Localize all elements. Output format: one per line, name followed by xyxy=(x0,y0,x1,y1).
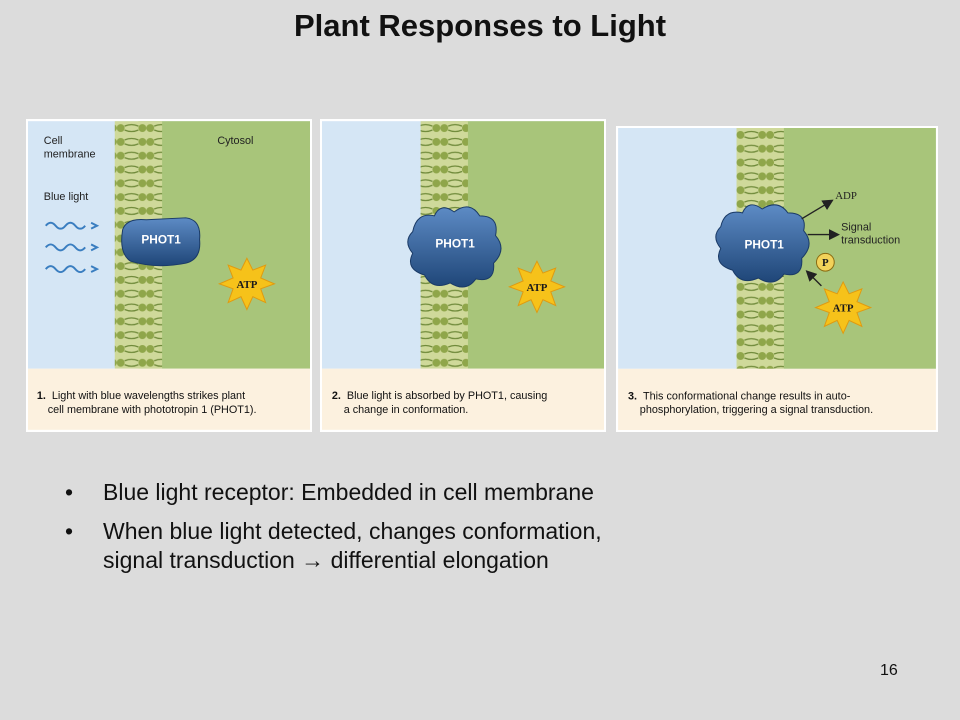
bullet-text-line1: When blue light detected, changes confor… xyxy=(103,518,602,544)
phot1-label: PHOT1 xyxy=(744,237,784,251)
caption-number: 3. xyxy=(628,390,637,402)
atp-arrow xyxy=(805,270,822,287)
svg-text:2. Blue light is absorbe: 2. Blue light is absorbed by PHOT1, caus… xyxy=(332,390,547,402)
caption-line-1: Blue light is absorbed by PHOT1, causing xyxy=(347,390,547,402)
svg-text:3. This conformational c: 3. This conformational change results in… xyxy=(628,390,851,402)
phosphate-icon: P xyxy=(815,252,835,272)
signal-label-line1: Signal xyxy=(841,222,871,234)
phot1-label: PHOT1 xyxy=(141,232,181,246)
phot1-protein-active: PHOT1 xyxy=(715,204,810,283)
signal-label-line2: transduction xyxy=(841,234,900,246)
bullet-list: • Blue light receptor: Embedded in cell … xyxy=(65,478,925,585)
panel-3-illustration: PHOT1 ADP Signal transduction P ATP 3. T… xyxy=(618,128,936,430)
caption-box xyxy=(28,368,310,430)
caption-line-2: cell membrane with phototropin 1 (PHOT1)… xyxy=(48,404,257,416)
diagram-panel-2: PHOT1 ATP 2. Blue light is absorbed by P… xyxy=(320,119,606,432)
phot1-label: PHOT1 xyxy=(435,236,475,250)
diagram-panel-3: PHOT1 ADP Signal transduction P ATP 3. T… xyxy=(616,126,938,432)
adp-arrow xyxy=(801,199,834,220)
bullet-item-1: • Blue light receptor: Embedded in cell … xyxy=(65,478,925,507)
panel-2-illustration: PHOT1 ATP 2. Blue light is absorbed by P… xyxy=(322,121,604,430)
bullet-text-line2: signal transduction → differential elong… xyxy=(103,547,549,573)
diagram-panel-1: Cell membrane Cytosol Blue light PHOT1 A… xyxy=(26,119,312,432)
svg-text:1. Light with blue wavel: 1. Light with blue wavelengths strikes p… xyxy=(37,390,245,402)
atp-label: ATP xyxy=(833,303,854,315)
adp-label: ADP xyxy=(835,190,857,202)
phot1-protein: PHOT1 xyxy=(121,217,201,267)
caption-line-1: Light with blue wavelengths strikes plan… xyxy=(52,390,245,402)
blue-light-label: Blue light xyxy=(44,191,89,203)
phot1-protein-changed: PHOT1 xyxy=(407,206,502,288)
page-number: 16 xyxy=(880,662,898,679)
bullet-text: Blue light receptor: Embedded in cell me… xyxy=(103,479,594,505)
blue-light-wave-icon xyxy=(44,221,100,274)
atp-label: ATP xyxy=(236,279,257,291)
caption-box xyxy=(618,368,936,430)
bullet-marker: • xyxy=(65,479,74,505)
atp-burst-icon: ATP xyxy=(507,260,566,314)
bullet-marker: • xyxy=(65,518,74,544)
panel-1-illustration: Cell membrane Cytosol Blue light PHOT1 A… xyxy=(28,121,310,430)
caption-box xyxy=(322,368,604,430)
membrane-label-line2: membrane xyxy=(44,149,96,161)
caption-line-2: a change in conformation. xyxy=(344,404,469,416)
caption-line-1: This conformational change results in au… xyxy=(643,390,851,402)
membrane-label-line1: Cell xyxy=(44,135,63,147)
phosphate-label: P xyxy=(822,257,829,269)
slide-title: Plant Responses to Light xyxy=(293,8,667,43)
caption-number: 1. xyxy=(37,390,46,402)
caption-number: 2. xyxy=(332,390,341,402)
atp-label: ATP xyxy=(527,282,548,294)
atp-burst-icon: ATP xyxy=(814,280,873,335)
bullet-item-2: • When blue light detected, changes conf… xyxy=(65,517,925,575)
atp-burst-icon: ATP xyxy=(217,257,276,311)
cytosol-label: Cytosol xyxy=(217,135,253,147)
caption-line-2: phosphorylation, triggering a signal tra… xyxy=(640,404,873,416)
